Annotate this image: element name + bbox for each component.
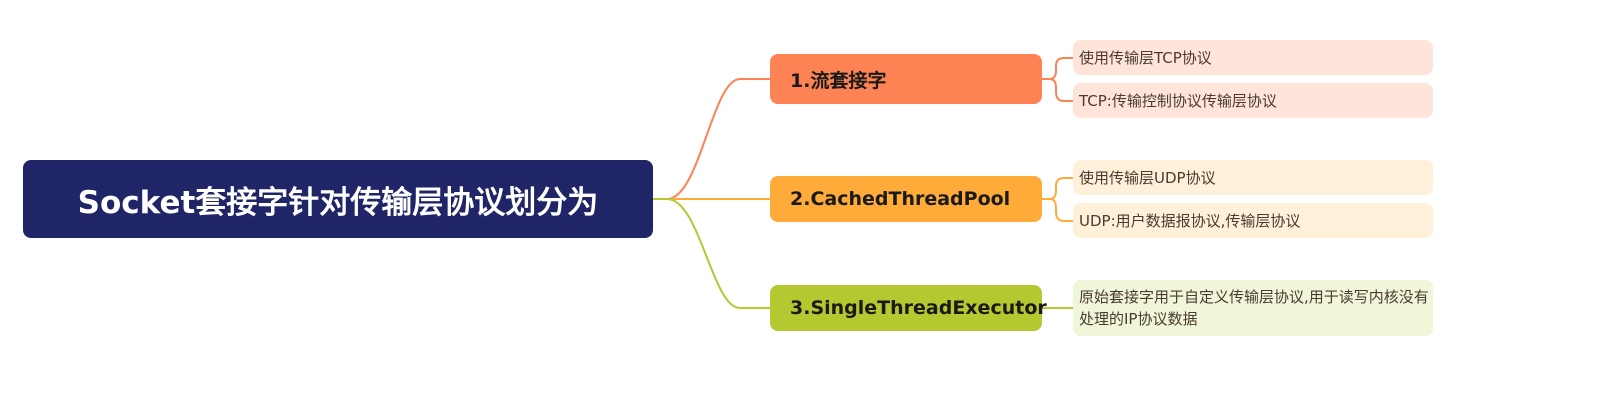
branch-topic-2-label: 2.CachedThreadPool (790, 188, 1011, 210)
subtopic-2-2-label: UDP:用户数据报协议,传输层协议 (1079, 211, 1301, 230)
branch-topic-3[interactable]: 3.SingleThreadExecutor (770, 285, 1047, 331)
root-topic[interactable]: Socket套接字针对传输层协议划分为 (23, 160, 653, 238)
connector-root-branch-1 (653, 78, 770, 200)
subtopic-3-1-label: 原始套接字用于自定义传输层协议,用于读写内核没有处理的IP协议数据 (1079, 288, 1429, 328)
subtopic-2-1-label: 使用传输层UDP协议 (1079, 168, 1216, 187)
connector-root-branch-3 (653, 198, 770, 309)
branch-topic-3-label: 3.SingleThreadExecutor (790, 297, 1047, 319)
subtopic-1-2[interactable]: TCP:传输控制协议传输层协议 (1073, 83, 1433, 118)
subtopic-1-1-label: 使用传输层TCP协议 (1079, 48, 1212, 67)
subtopic-2-2[interactable]: UDP:用户数据报协议,传输层协议 (1073, 203, 1433, 238)
connector-branch-1-leaf-2 (1042, 78, 1073, 102)
branch-topic-1[interactable]: 1.流套接字 (770, 54, 1042, 104)
subtopic-1-2-label: TCP:传输控制协议传输层协议 (1079, 91, 1277, 110)
root-topic-label: Socket套接字针对传输层协议划分为 (77, 184, 599, 221)
subtopic-1-1[interactable]: 使用传输层TCP协议 (1073, 40, 1433, 75)
connector-branch-1-leaf-1 (1042, 57, 1073, 80)
branch-topic-2[interactable]: 2.CachedThreadPool (770, 176, 1042, 222)
connector-branch-2-leaf-2 (1042, 198, 1073, 222)
subtopic-3-1[interactable]: 原始套接字用于自定义传输层协议,用于读写内核没有处理的IP协议数据 (1073, 280, 1433, 336)
subtopic-2-1[interactable]: 使用传输层UDP协议 (1073, 160, 1433, 195)
branch-topic-1-label: 1.流套接字 (790, 69, 887, 92)
connector-branch-2-leaf-1 (1042, 177, 1073, 200)
